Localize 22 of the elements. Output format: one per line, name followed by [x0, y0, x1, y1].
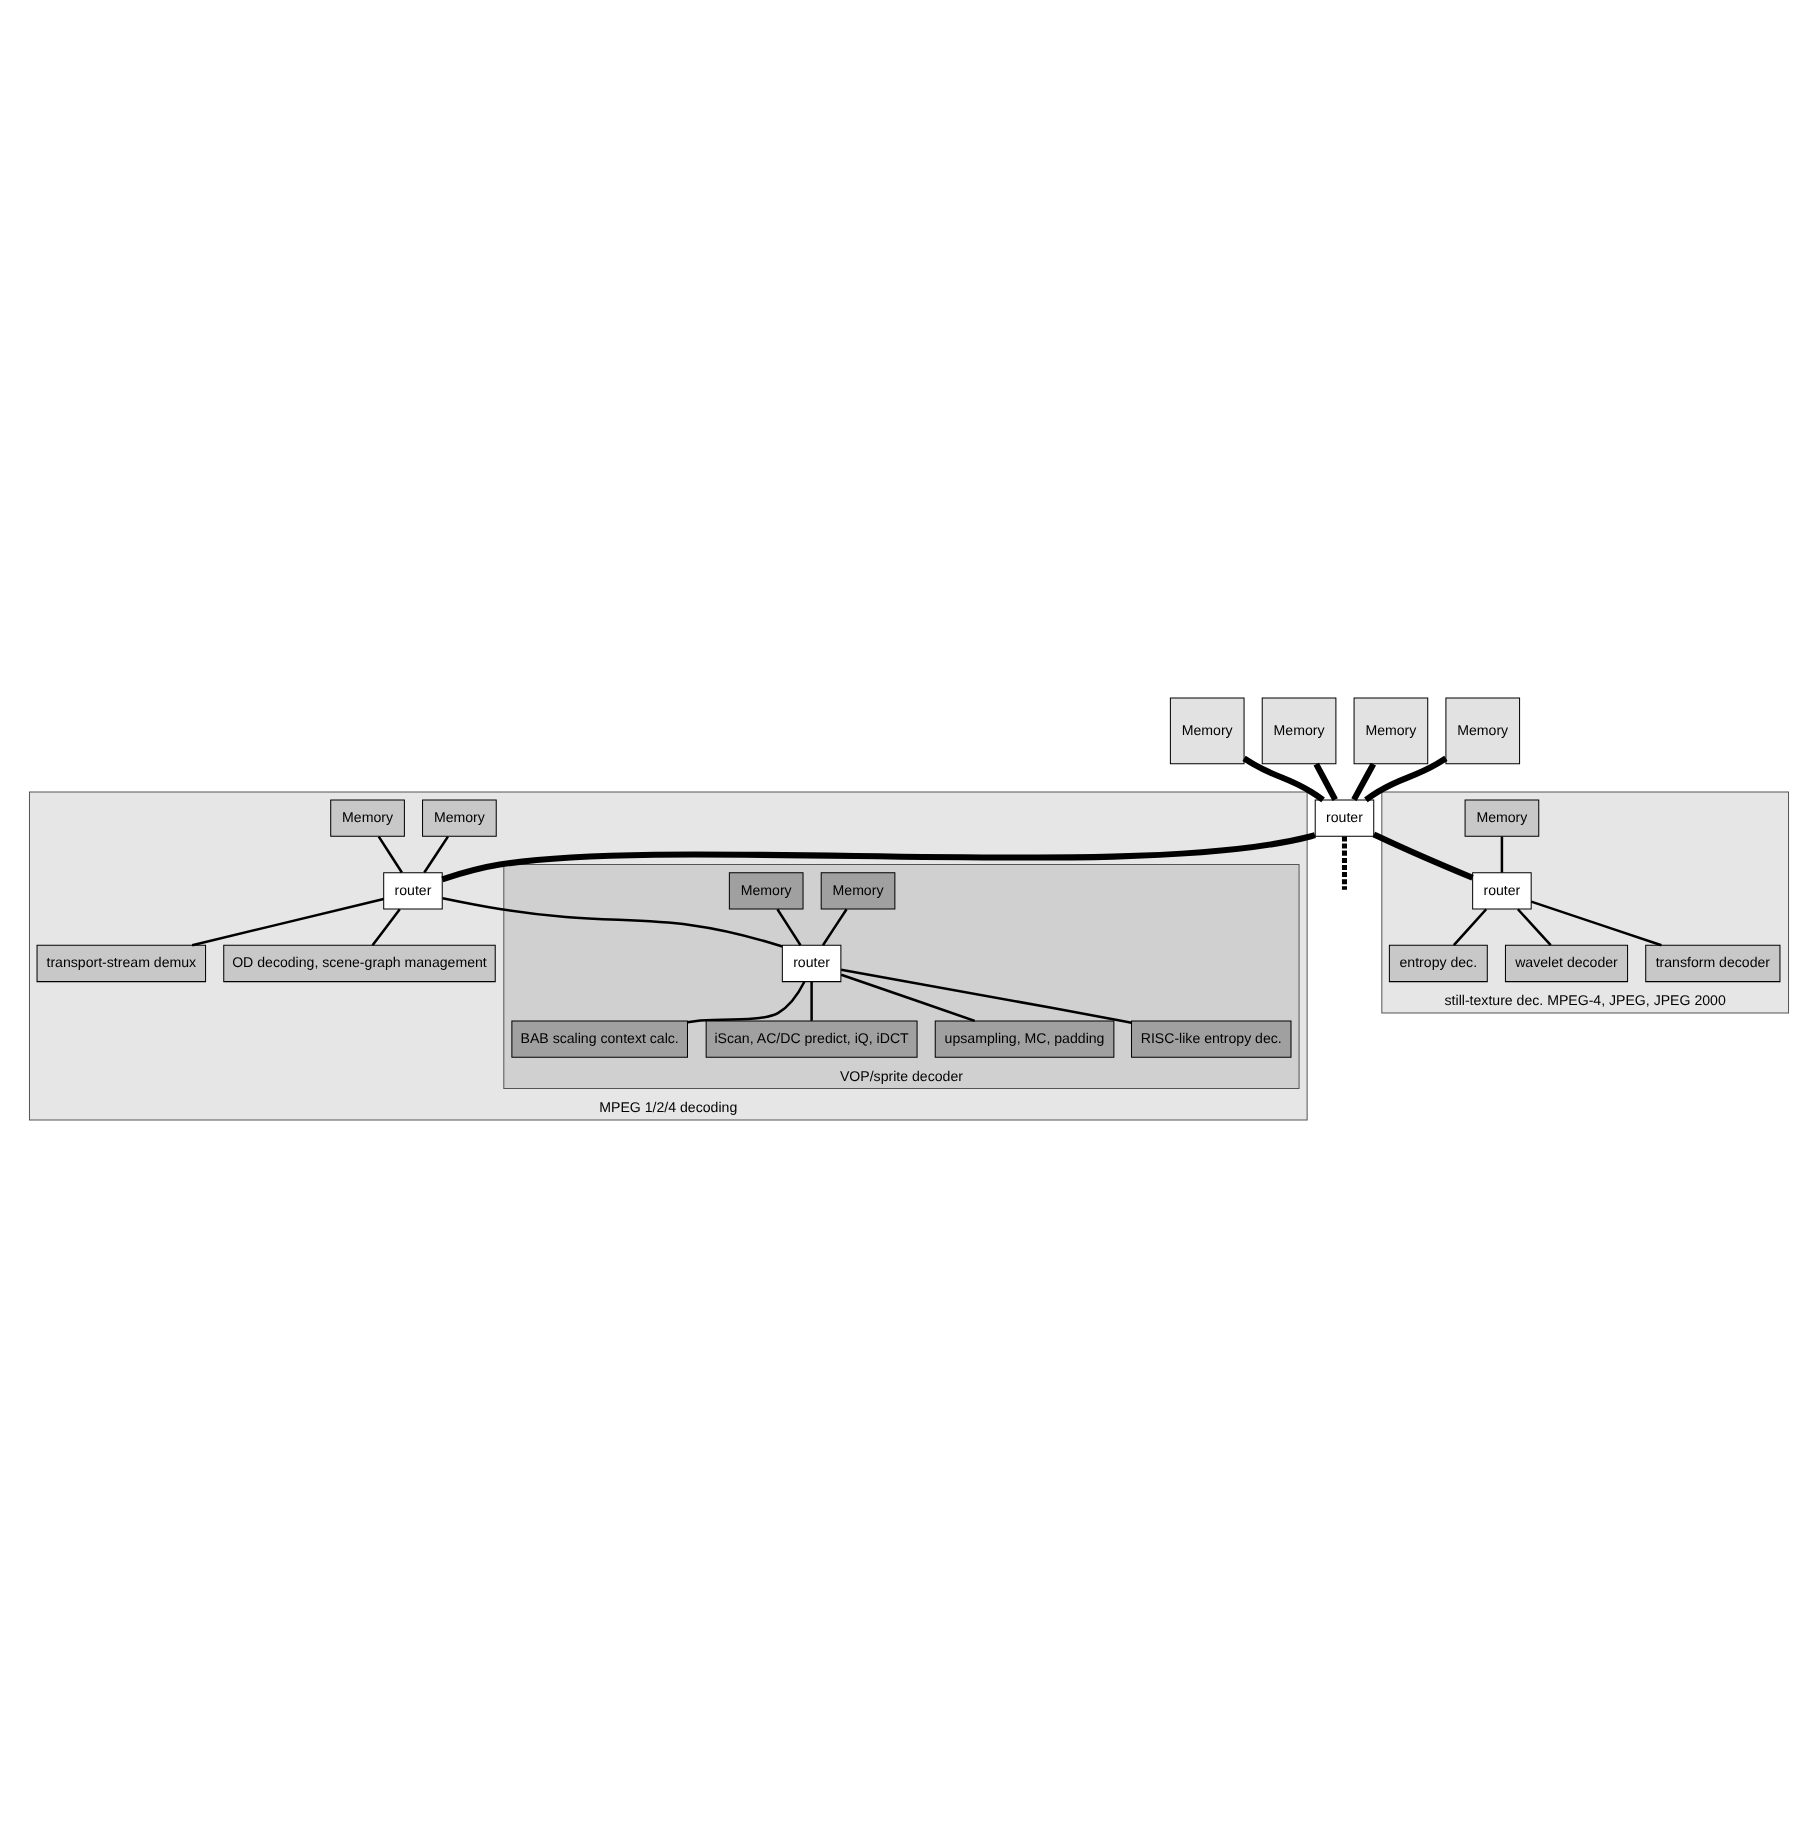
- connector: [810, 980, 813, 1020]
- connector: [1516, 907, 1552, 946]
- connector: [1500, 835, 1504, 872]
- connector: [377, 834, 403, 873]
- connector: [442, 895, 783, 947]
- connector: [423, 834, 449, 873]
- connector: [371, 907, 401, 945]
- connector: [441, 831, 1316, 882]
- connector: [1351, 761, 1376, 801]
- connector: [1242, 754, 1325, 802]
- connector: [1341, 835, 1347, 889]
- connector: [1530, 899, 1662, 946]
- connector: [841, 967, 1132, 1023]
- connector: [1452, 907, 1488, 946]
- connector: [687, 980, 806, 1023]
- connector: [840, 972, 976, 1022]
- connector: [191, 896, 384, 946]
- connector: [1313, 761, 1338, 801]
- connector: [821, 907, 848, 945]
- connector: [1372, 830, 1474, 880]
- connector: [776, 907, 802, 945]
- connector: [1364, 754, 1448, 802]
